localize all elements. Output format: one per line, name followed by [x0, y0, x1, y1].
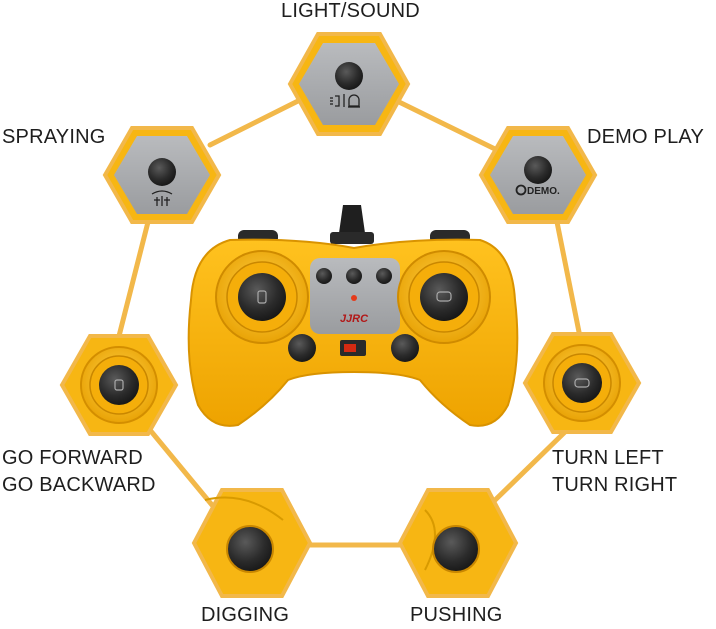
panel-spray-button[interactable]	[376, 268, 392, 284]
controller: JJRC	[187, 205, 519, 427]
panel-light-sound-button[interactable]	[316, 268, 332, 284]
label-turn-left: TURN LEFT	[552, 447, 664, 469]
panel-demo-button[interactable]	[346, 268, 362, 284]
demo-button-hex[interactable]: DEMO.	[478, 126, 598, 224]
spraying-button-hex[interactable]	[102, 126, 222, 224]
demo-badge-text: DEMO.	[527, 186, 560, 197]
controller-push-button[interactable]	[391, 334, 419, 362]
antenna	[339, 205, 365, 233]
label-digging: DIGGING	[201, 604, 290, 626]
label-demo-play: DEMO PLAY	[587, 126, 705, 148]
label-go-forward-backward: GO FORWARD GO BACKWARD	[2, 445, 156, 499]
controller-left-stick[interactable]	[238, 273, 286, 321]
light-horn-icon	[330, 94, 360, 108]
label-go-forward: GO FORWARD	[2, 447, 143, 469]
label-turn-left-right: TURN LEFT TURN RIGHT	[552, 445, 677, 499]
controller-right-stick[interactable]	[420, 273, 468, 321]
light-sound-button-hex[interactable]	[287, 32, 411, 136]
digging-button-hex[interactable]	[191, 488, 313, 598]
demo-icon: DEMO.	[515, 184, 560, 197]
spray-icon	[151, 190, 173, 206]
pushing-button-hex[interactable]	[397, 488, 519, 598]
label-go-backward: GO BACKWARD	[2, 474, 156, 496]
controller-dig-button[interactable]	[288, 334, 316, 362]
label-spraying: SPRAYING	[2, 126, 106, 148]
connector-lines	[115, 97, 583, 548]
label-light-sound: LIGHT/SOUND	[281, 0, 420, 22]
right-stick-hex[interactable]	[522, 332, 642, 434]
label-turn-right: TURN RIGHT	[552, 474, 678, 496]
left-stick-hex[interactable]	[59, 334, 179, 436]
brand-logo: JJRC	[340, 313, 369, 325]
power-led	[351, 295, 357, 301]
label-pushing: PUSHING	[410, 604, 503, 626]
